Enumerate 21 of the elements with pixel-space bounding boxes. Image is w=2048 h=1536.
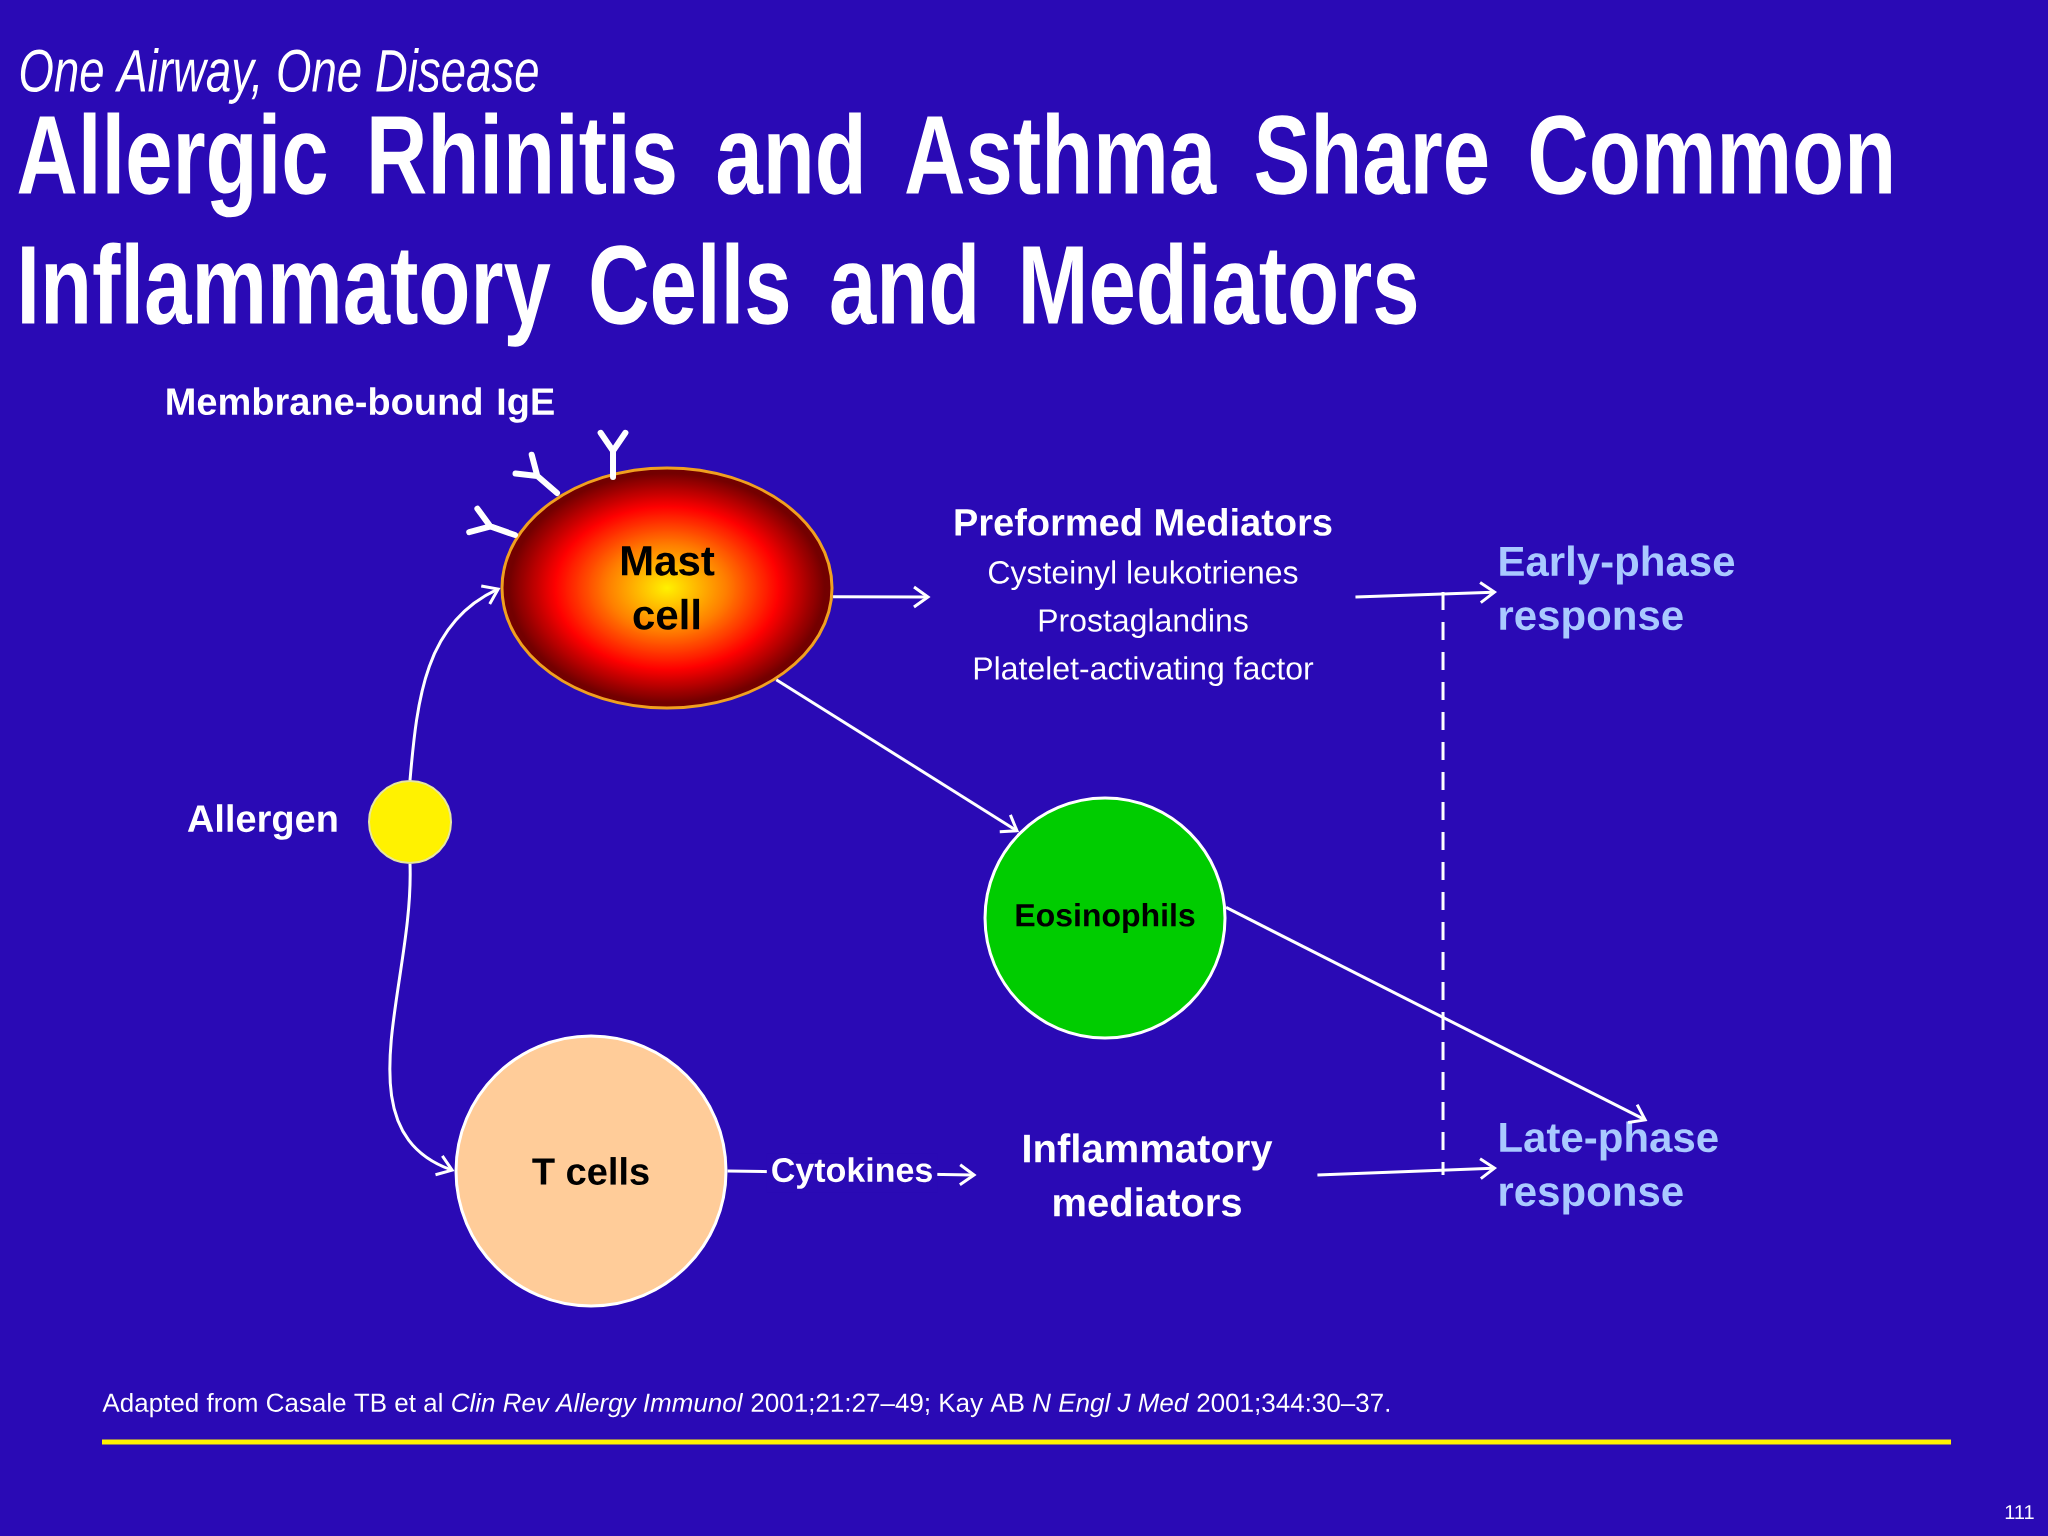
node-label: Allergen [187, 804, 337, 840]
response-label: Early-phase response [1500, 545, 1735, 639]
response-label: Late-phase response [1500, 1121, 1718, 1215]
annotation-label: Membrane-bound IgE [167, 387, 554, 423]
arrow [1225, 906, 1648, 1124]
arrow [1317, 1157, 1498, 1180]
arrow [833, 585, 931, 609]
arrow [408, 584, 501, 781]
mast-cell: Mast cell [500, 466, 834, 710]
arrow [1355, 581, 1498, 604]
mediator-label: Inflammatory mediators [1024, 1133, 1273, 1217]
subtitle: One Airway, One Disease [20, 48, 538, 104]
arrow [388, 864, 455, 1177]
eosinophil-cell: Eosinophils [983, 796, 1227, 1040]
t-cell: T cells [454, 1034, 728, 1308]
edge-label: Cytokines [766, 1153, 938, 1193]
arrow [775, 678, 1020, 834]
mediator-list: Preformed Mediators Cysteinyl leukotrienes Prostaglandins Platelet-activating factor [955, 507, 1332, 687]
reference-text: Adapted from Casale TB et al Clin Rev Allergy Immunol 2001;21:27–49; Kay AB N Engl J Med 2001;344:30–37. [102, 1392, 1389, 1418]
page-number: 111 [2005, 1505, 2034, 1519]
title: Allergic Rhinitis and Asthma Share Common Inflammatory Cells and Mediators [18, 112, 1891, 347]
